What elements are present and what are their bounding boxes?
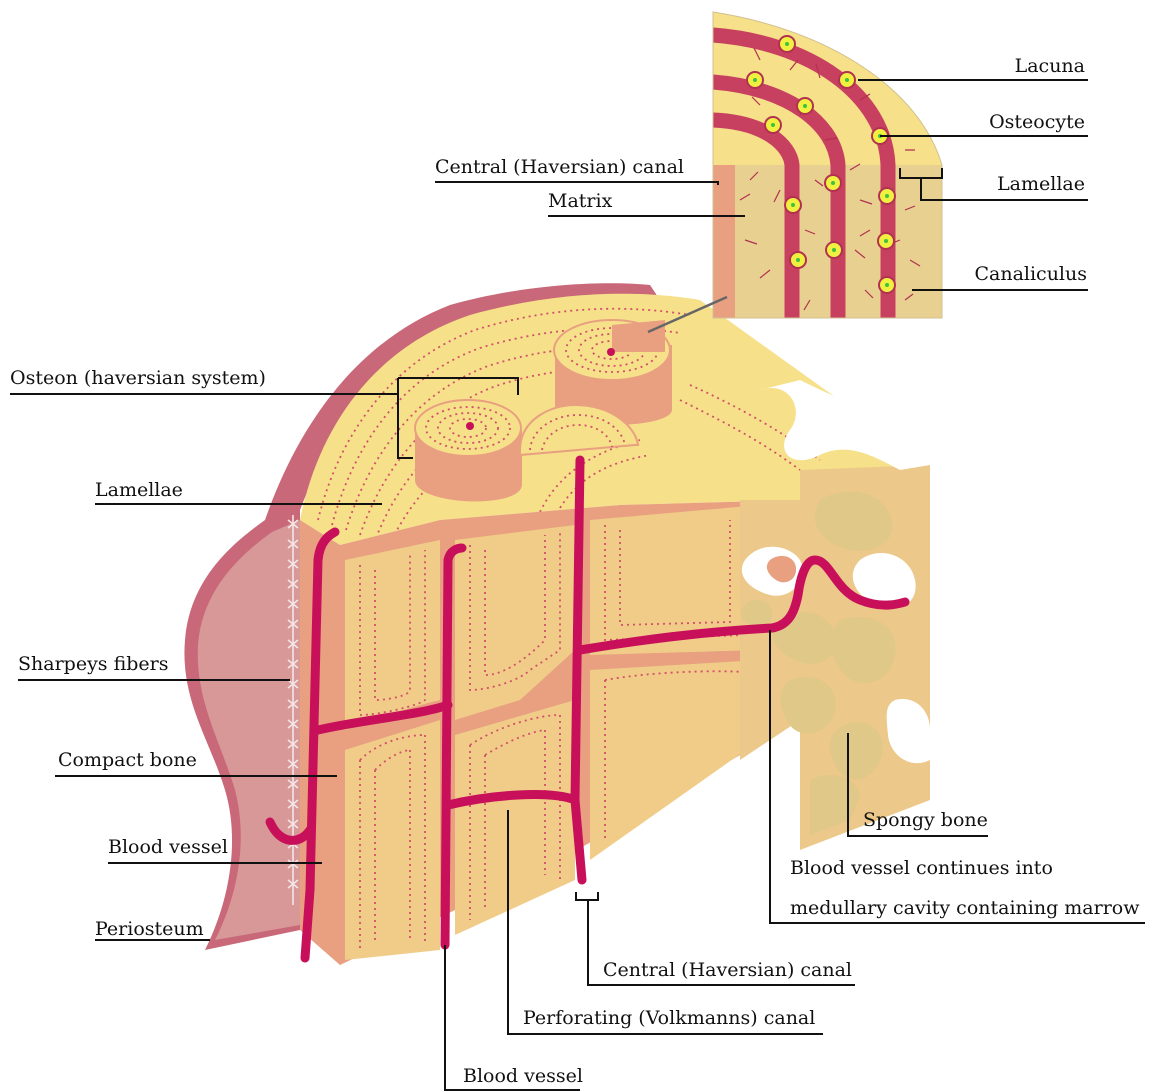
bone-front-face bbox=[300, 500, 800, 965]
osteon-inset bbox=[713, 12, 942, 318]
label-perforating-canal: Perforating (Volkmanns) canal bbox=[523, 1007, 815, 1029]
label-blood-vessel-bottom: Blood vessel bbox=[463, 1065, 583, 1087]
label-osteon: Osteon (haversian system) bbox=[10, 367, 266, 389]
label-sharpeys-fibers: Sharpeys fibers bbox=[18, 653, 169, 675]
label-blood-vessel-continues-line2: medullary cavity containing marrow bbox=[790, 897, 1140, 919]
label-lamellae: Lamellae bbox=[95, 479, 183, 501]
label-central-canal-inset: Central (Haversian) canal bbox=[435, 156, 684, 178]
label-spongy-bone: Spongy bone bbox=[863, 809, 988, 831]
label-compact-bone: Compact bone bbox=[58, 749, 197, 771]
label-lacuna: Lacuna bbox=[1015, 55, 1085, 77]
label-lamellae-inset: Lamellae bbox=[997, 173, 1085, 195]
label-blood-vessel-left: Blood vessel bbox=[108, 836, 228, 858]
label-canaliculus: Canaliculus bbox=[974, 263, 1087, 285]
label-periosteum: Periosteum bbox=[95, 918, 204, 940]
label-matrix: Matrix bbox=[548, 190, 613, 212]
label-central-canal-bottom: Central (Haversian) canal bbox=[603, 959, 852, 981]
label-blood-vessel-continues-line1: Blood vessel continues into bbox=[790, 857, 1053, 879]
label-osteocyte: Osteocyte bbox=[989, 111, 1085, 133]
